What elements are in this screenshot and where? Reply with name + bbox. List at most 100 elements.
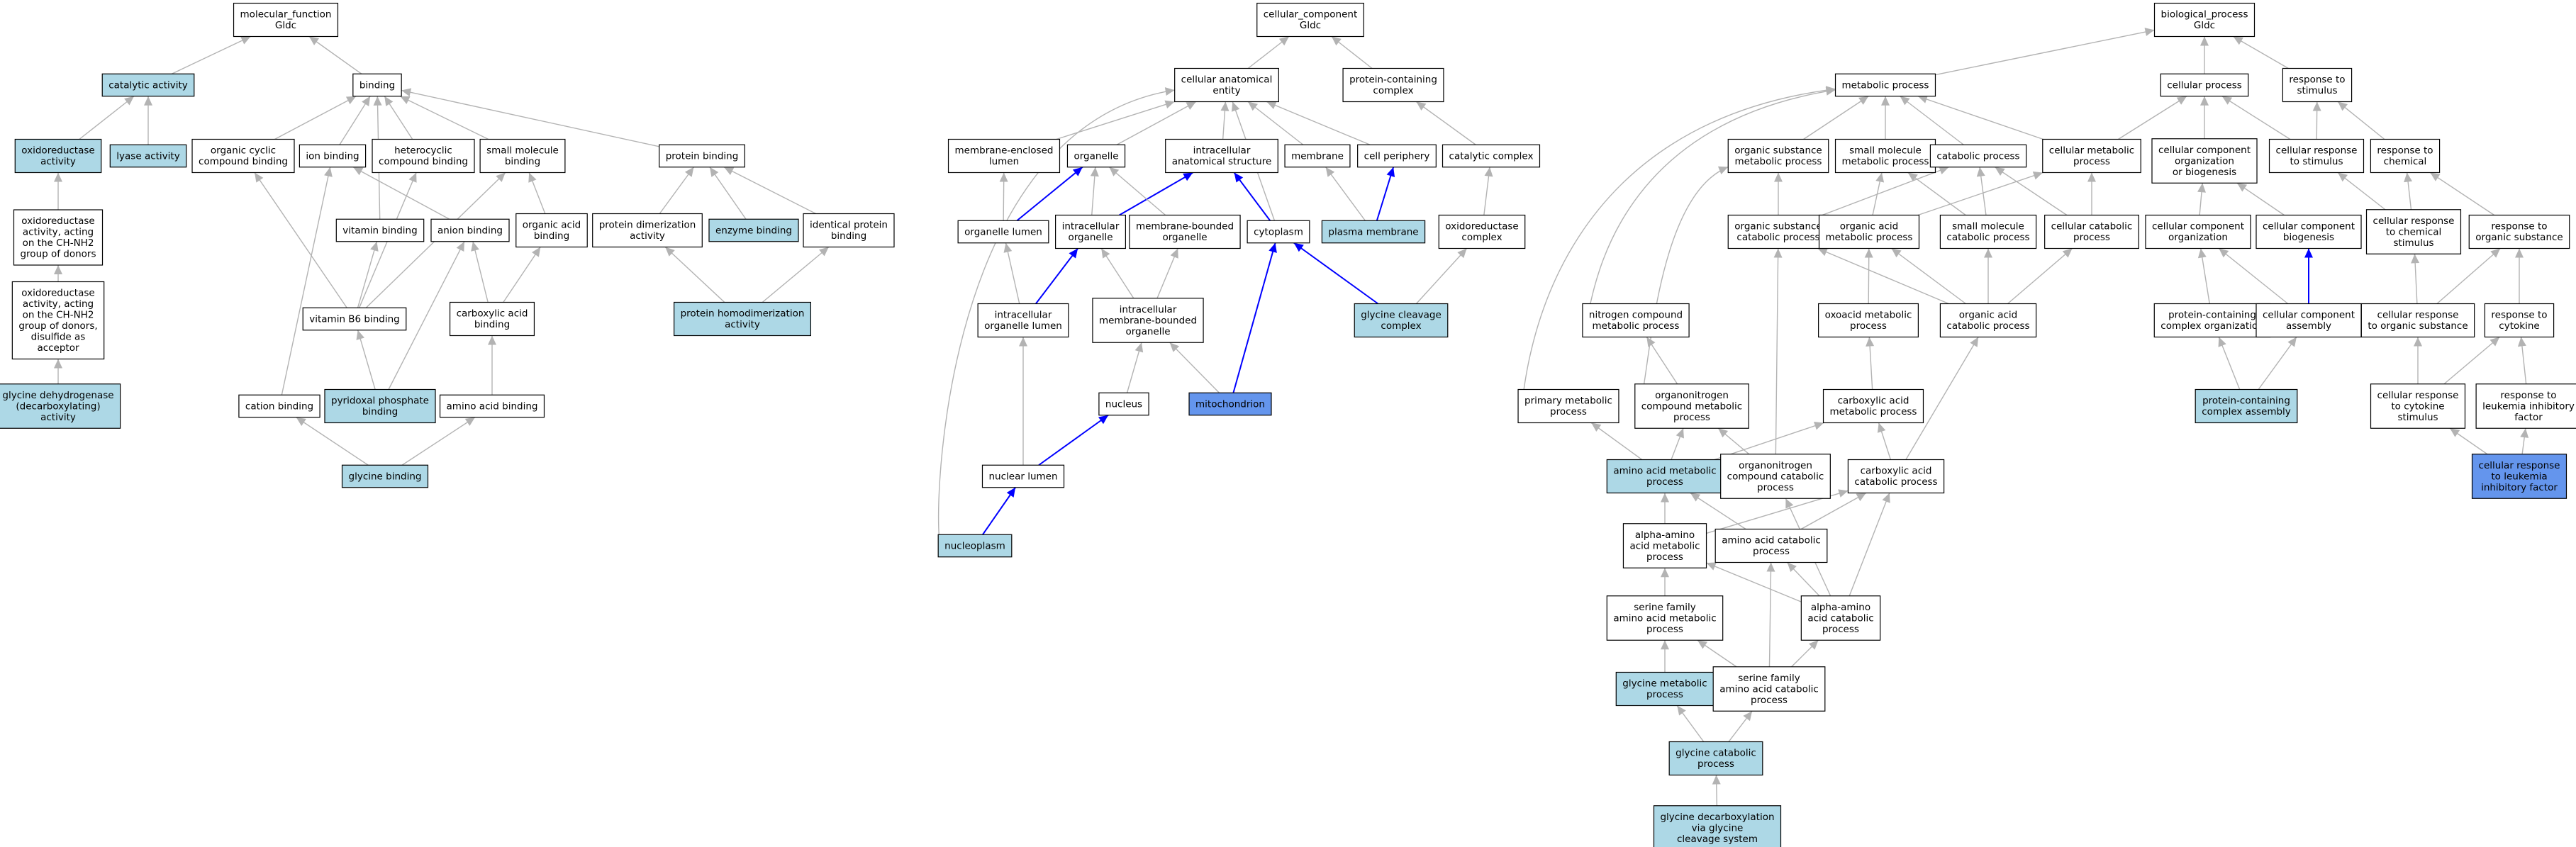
edge-line <box>357 330 376 390</box>
edge-oacp-to-smcp <box>1984 248 1992 304</box>
arrowhead <box>1773 248 1783 258</box>
edge-cell_resp_cyto-to-resp_cyto <box>2443 336 2500 385</box>
edge-mb_org-to-organelle <box>1108 167 1166 216</box>
term-label-line: amino acid catabolic <box>1719 683 1819 695</box>
arrowhead <box>324 167 333 177</box>
arrowhead <box>1817 248 1828 257</box>
term-box <box>1834 138 1936 174</box>
edge-serine_mp-to-alpha_mp <box>1661 568 1669 596</box>
go-term-cytoplasm: cytoplasm <box>1247 220 1310 244</box>
arrowhead <box>1875 172 1885 183</box>
arrowhead <box>1984 248 1992 258</box>
term-label-line: membrane <box>1291 150 1344 162</box>
edge-line <box>388 241 465 390</box>
term-label-line: amino acid catabolic <box>1722 535 1821 546</box>
term-box <box>2268 138 2365 174</box>
term-label-line: organization <box>2168 232 2228 243</box>
edge-onccp-to-oscp <box>1773 248 1783 454</box>
term-label-line: entity <box>1212 85 1240 96</box>
arrowhead <box>1109 167 1120 176</box>
term-box <box>191 138 295 174</box>
arrowhead <box>2062 248 2073 258</box>
term-label-line: cellular process <box>2167 79 2242 91</box>
edge-smmp-to-metab <box>1881 96 1890 140</box>
edge-gcc-to-oxred_cx <box>1415 248 1468 304</box>
term-label-line: compound binding <box>199 156 288 167</box>
edge-pcc-to-cc <box>1331 35 1373 69</box>
term-label-line: intracellular <box>1120 304 1177 315</box>
go-term-ion-b: ion binding <box>299 144 367 168</box>
edge-serine_cp-to-aacp <box>1766 562 1775 667</box>
edge-resp_stim-to-bp <box>2233 35 2289 69</box>
edge-mito-to-cytoplasm <box>1232 242 1277 393</box>
edge-gly_b-to-cation_b <box>296 417 369 466</box>
arrowhead <box>1787 562 1797 573</box>
edge-line <box>274 96 357 140</box>
edge-oscp-to-catproc <box>1822 166 1949 216</box>
term-box <box>324 388 436 424</box>
go-term-mito: mitochondrion <box>1188 392 1272 416</box>
term-label-line: activity, acting <box>23 298 94 310</box>
arrowhead <box>1069 248 1078 259</box>
term-label-line: process <box>2073 232 2110 243</box>
term-box <box>2145 214 2251 249</box>
term-label-line: activity, acting <box>23 227 94 238</box>
arrowhead <box>1266 101 1277 110</box>
edge-prot_b-to-binding <box>401 88 659 147</box>
term-box <box>2370 383 2466 429</box>
term-label-line: organonitrogen <box>1655 390 1729 401</box>
edge-line <box>1108 167 1166 216</box>
edge-nuc_lumen-to-ic_org_lumen <box>1019 337 1027 466</box>
term-label-line: process <box>1673 412 1710 423</box>
term-label-line: response to <box>2377 145 2433 157</box>
term-box <box>947 138 1061 174</box>
term-label-line: membrane-bounded <box>1099 315 1197 326</box>
term-label-line: small molecule <box>1952 221 2024 232</box>
arrowhead <box>1170 248 1178 259</box>
arrowhead <box>1183 172 1193 181</box>
term-label-line: protein-containing <box>2168 310 2256 321</box>
arrowhead <box>1864 248 1873 258</box>
term-label-line: acceptor <box>37 342 79 354</box>
go-term-enzyme-b: enzyme binding <box>708 218 799 242</box>
term-label-line: amino acid metabolic <box>1613 612 1716 624</box>
go-term-catproc: catabolic process <box>1929 144 2027 168</box>
term-box <box>1653 805 1782 847</box>
edge-line <box>1169 342 1220 393</box>
term-label-line: process <box>1757 482 1794 493</box>
arrowhead <box>2032 172 2043 180</box>
term-label-line: to chemical <box>2386 226 2441 237</box>
arrowhead <box>818 247 829 257</box>
term-box <box>2256 214 2362 249</box>
term-label-line: pyridoxal phosphate <box>331 396 429 407</box>
arrowhead <box>1248 101 1259 111</box>
term-label-line: organelle <box>1068 232 1113 243</box>
term-label-line: biogenesis <box>2283 232 2334 243</box>
arrowhead <box>1220 101 1230 111</box>
edge-gcc-to-cytoplasm <box>1293 242 1379 305</box>
term-label-line: carboxylic acid <box>1838 396 1909 407</box>
term-label-line: organelle lumen <box>984 320 1062 332</box>
edge-oncmp-to-osmp <box>1637 166 1729 407</box>
term-box <box>1727 214 1829 249</box>
term-box <box>1622 523 1707 568</box>
edge-line <box>1706 562 1802 602</box>
term-label-line: binding <box>505 156 540 167</box>
term-label-line: organonitrogen <box>1739 460 1812 471</box>
term-label-line: cellular component <box>2263 221 2355 232</box>
edge-oscp-to-osmp <box>1774 172 1783 215</box>
edge-cell_resp_stim-to-resp_stim <box>2312 101 2321 140</box>
term-label-line: vitamin binding <box>342 225 417 236</box>
term-box <box>592 213 703 248</box>
term-label-line: vitamin B6 binding <box>309 313 400 325</box>
